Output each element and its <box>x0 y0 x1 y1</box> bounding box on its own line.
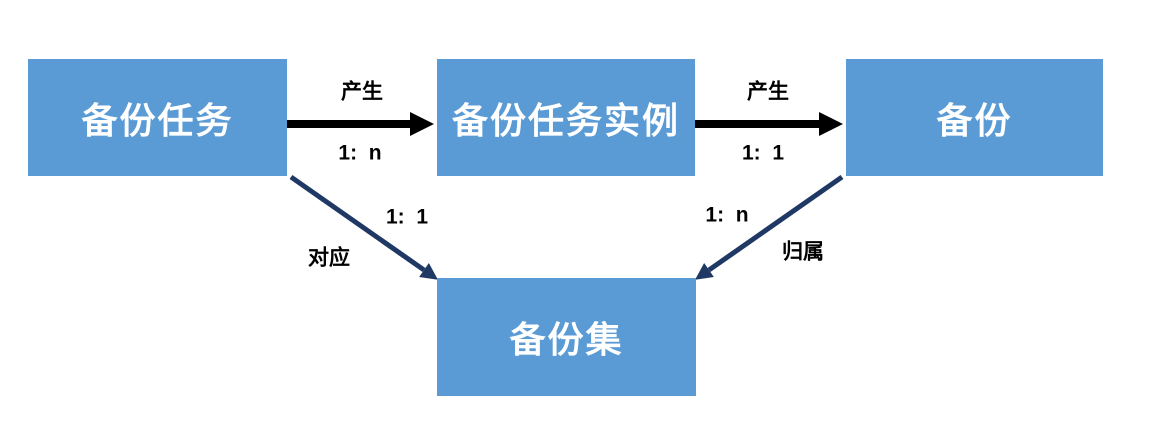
arrow-backup-to-set <box>695 174 844 280</box>
cardinality-backup-to-set: 1: n <box>705 203 749 227</box>
entity-backup: 备份 <box>846 59 1103 176</box>
cardinality-instance-to-backup: 1: 1 <box>741 141 785 165</box>
cardinality-task-to-instance: 1: n <box>338 141 382 165</box>
entity-backup-task: 备份任务 <box>28 59 287 176</box>
cardinality-task-to-set: 1: 1 <box>385 205 429 229</box>
relation-label-task-to-instance: 产生 <box>341 80 383 104</box>
relation-label-backup-to-set: 归属 <box>782 240 824 264</box>
relation-label-task-to-set: 对应 <box>308 246 350 270</box>
arrow-task-to-set <box>289 174 438 280</box>
entity-backup-task-instance: 备份任务实例 <box>437 59 695 176</box>
relation-label-instance-to-backup: 产生 <box>747 80 789 104</box>
entity-backup-set: 备份集 <box>437 278 696 396</box>
